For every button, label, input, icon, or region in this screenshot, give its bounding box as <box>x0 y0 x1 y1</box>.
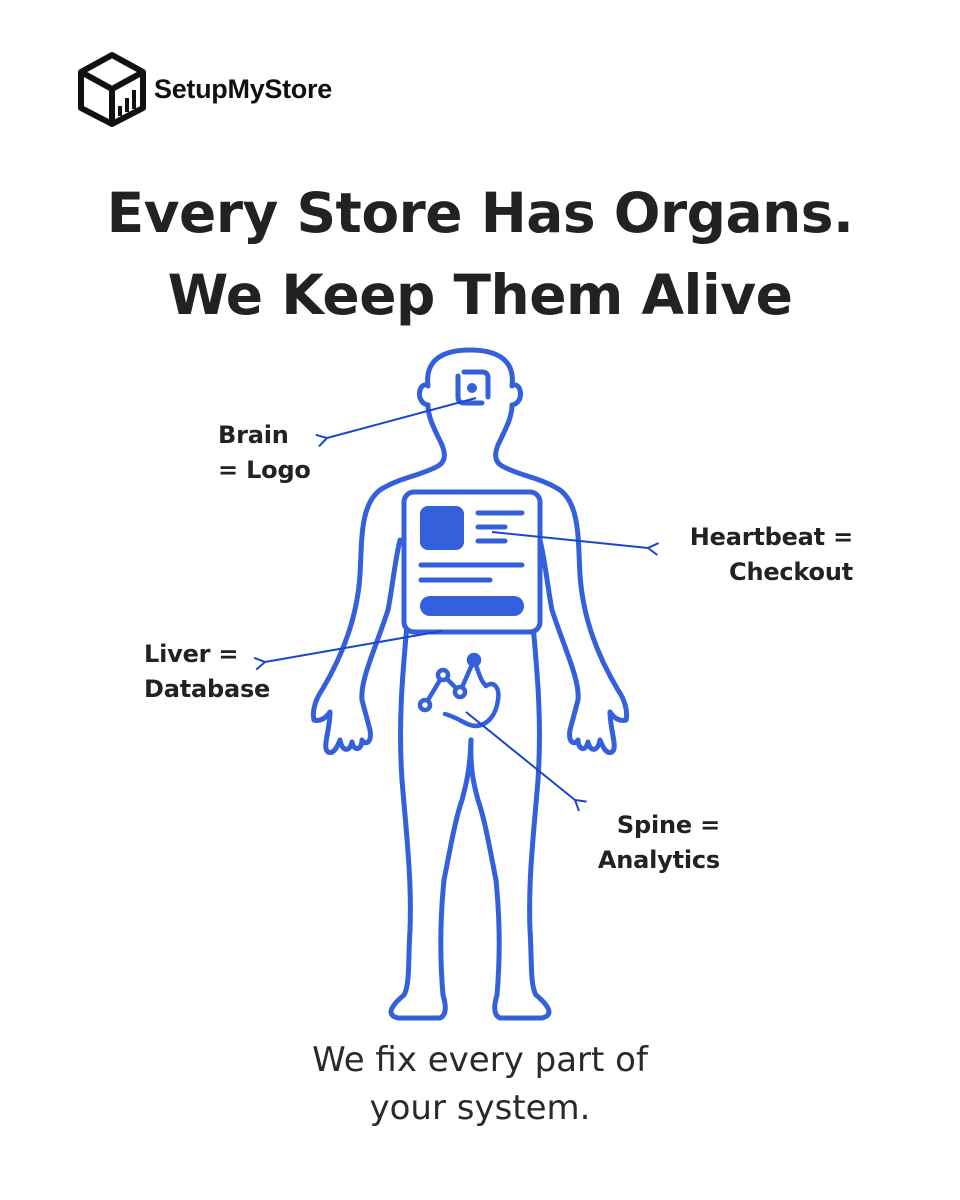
page-headline: Every Store Has Organs. We Keep Them Ali… <box>0 172 960 336</box>
label-spine: Spine = Analytics <box>560 808 720 878</box>
brand-name: SetupMyStore <box>154 73 332 104</box>
footer-line-1: We fix every part of <box>312 1040 648 1080</box>
headline-line-1: Every Store Has Organs. <box>106 181 854 245</box>
analytics-line-icon <box>417 652 501 729</box>
heartbeat-arrow <box>491 531 659 556</box>
liver-arrow <box>253 630 443 671</box>
footer-line-2: your system. <box>369 1088 591 1128</box>
label-heartbeat-line-1: Heartbeat = <box>689 523 853 551</box>
label-liver-line-1: Liver = <box>144 640 239 668</box>
box-chart-icon <box>78 52 146 127</box>
label-spine-line-2: Analytics <box>597 846 720 874</box>
label-brain-line-1: Brain <box>218 421 289 449</box>
headline-line-2: We Keep Them Alive <box>167 263 793 327</box>
label-spine-line-1: Spine = <box>616 811 720 839</box>
label-brain: Brain = Logo <box>218 418 311 488</box>
label-heartbeat: Heartbeat = Checkout <box>640 520 853 590</box>
brand-logo: SetupMyStore <box>76 50 332 128</box>
checkout-card-icon <box>401 489 543 635</box>
head-outline <box>417 347 523 448</box>
label-brain-line-2: = Logo <box>218 456 311 484</box>
spine-arrow <box>465 711 587 812</box>
footer-tagline: We fix every part of your system. <box>0 1036 960 1132</box>
brain-arrow <box>315 397 477 448</box>
label-liver-line-2: Database <box>144 675 271 703</box>
label-heartbeat-line-2: Checkout <box>729 558 853 586</box>
label-liver: Liver = Database <box>144 637 270 707</box>
